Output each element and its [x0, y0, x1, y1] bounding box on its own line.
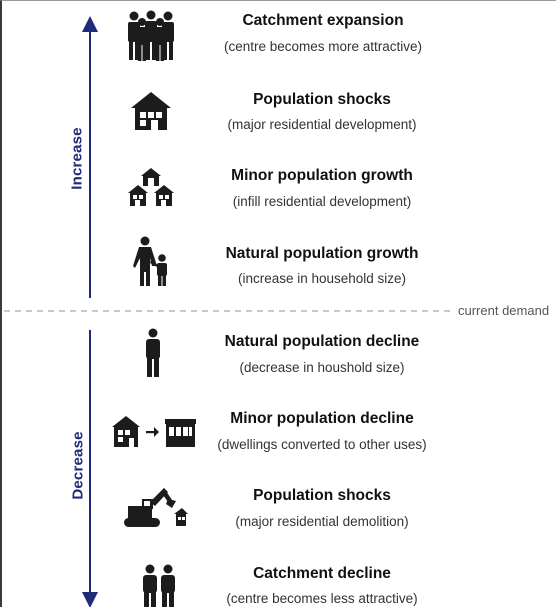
houses-cluster-icon — [128, 168, 174, 206]
item-subtitle-population-shocks-decrease: (major residential demolition) — [235, 514, 409, 529]
item-title-natural-population-growth: Natural population growth — [225, 245, 419, 262]
item-title-population-shocks-increase: Population shocks — [253, 91, 391, 108]
item-title-catchment-expansion: Catchment expansion — [242, 12, 404, 29]
item-subtitle-catchment-decline: (centre becomes less attractive) — [226, 591, 418, 606]
increase-label: Increase — [68, 127, 86, 190]
two-people-icon — [143, 564, 175, 607]
decrease-label: Decrease — [69, 431, 87, 500]
excavator-demolition-icon — [124, 488, 188, 527]
current-demand-label: current demand — [458, 303, 550, 318]
item-title-natural-population-decline: Natural population decline — [224, 333, 420, 350]
item-subtitle-minor-population-growth: (infill residential development) — [232, 194, 412, 209]
item-subtitle-population-shocks-increase: (major residential development) — [227, 117, 417, 132]
crowd-icon — [128, 10, 174, 61]
item-subtitle-minor-population-decline: (dwellings converted to other uses) — [217, 437, 427, 452]
item-subtitle-catchment-expansion: (centre becomes more attractive) — [223, 39, 423, 54]
item-title-population-shocks-decrease: Population shocks — [253, 487, 391, 504]
item-title-catchment-decline: Catchment decline — [253, 565, 391, 582]
single-person-icon — [146, 328, 160, 377]
item-subtitle-natural-population-decline: (decrease in houshold size) — [239, 360, 405, 375]
item-title-minor-population-decline: Minor population decline — [230, 410, 414, 427]
house-icon — [131, 92, 171, 130]
house-to-shop-icon — [112, 416, 196, 447]
item-subtitle-natural-population-growth: (increase in household size) — [237, 271, 407, 286]
adult-child-icon — [133, 236, 167, 286]
item-title-minor-population-growth: Minor population growth — [231, 167, 413, 184]
